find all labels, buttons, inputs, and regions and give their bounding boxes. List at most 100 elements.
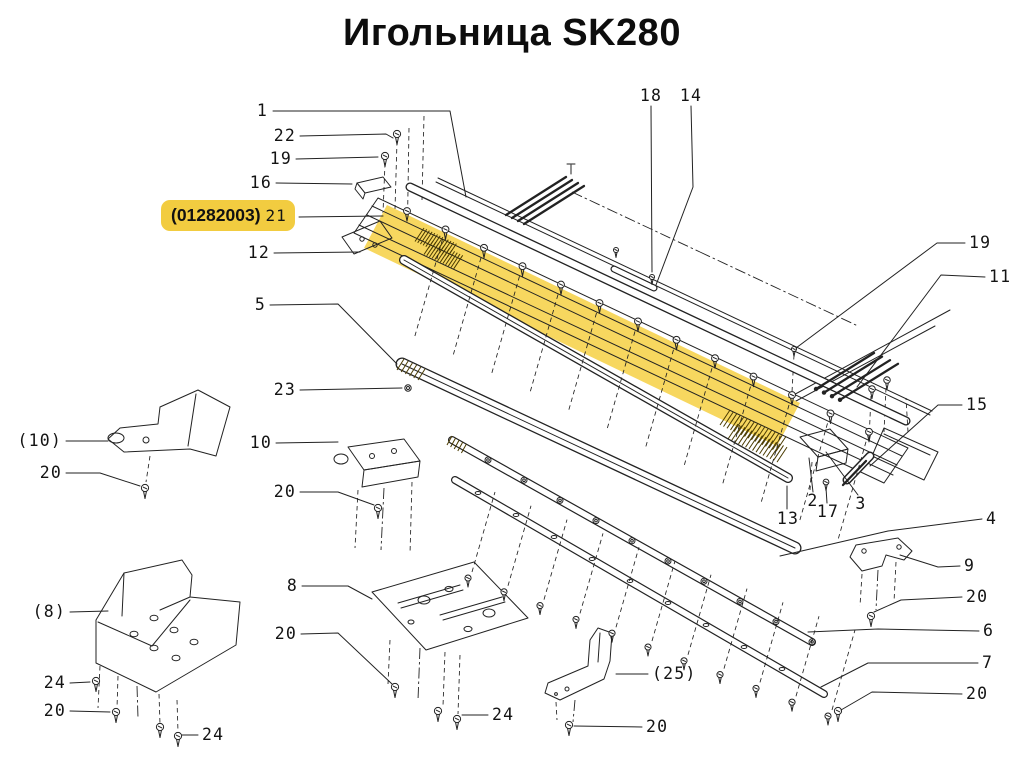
leader-line-22 — [299, 133, 394, 139]
leader-line-24-left — [69, 681, 91, 684]
highlighted-part-label[interactable]: (01282003) 21 — [161, 200, 295, 231]
leader-line-18 — [650, 105, 653, 273]
bracket-10 — [333, 438, 421, 555]
screw-icon — [790, 345, 798, 357]
callout-9: 9 — [964, 556, 975, 575]
screw-icon — [788, 391, 796, 406]
screw-icon — [464, 574, 472, 588]
page-title: Игольница SK280 — [343, 12, 681, 54]
callout-20-under-10: 20 — [274, 482, 296, 501]
needle-spring-rail-right — [813, 351, 900, 402]
leader-line-20-bottom-right — [840, 691, 963, 711]
callout-1: 1 — [257, 101, 268, 120]
callout-10-paren: (10) — [17, 431, 62, 450]
callout-24-bottom-left: 24 — [202, 725, 224, 744]
lower-rail-part7 — [451, 476, 828, 698]
leader-line-20-right-upper — [873, 596, 963, 613]
screw-icon — [441, 225, 450, 240]
screw-icon — [648, 273, 656, 285]
screw-icon — [392, 129, 402, 145]
callout-10: 10 — [250, 433, 272, 452]
callout-14: 14 — [680, 86, 702, 105]
screw-icon — [883, 376, 891, 390]
leader-line-9 — [899, 554, 961, 568]
screw-icon — [826, 409, 835, 424]
leader-line-4 — [779, 518, 983, 557]
needle-slots-hatch-right — [719, 409, 788, 463]
block-16 — [354, 176, 392, 200]
callout-20-left-upper: 20 — [40, 463, 62, 482]
bracket-25-paren — [544, 627, 613, 723]
screw-icon — [572, 615, 580, 629]
screw-icon — [390, 682, 400, 698]
callout-12: 12 — [248, 243, 270, 262]
callout-20-bottom-center: 20 — [646, 717, 668, 736]
screw-icon — [155, 722, 165, 738]
callout-16: 16 — [250, 173, 272, 192]
screw-icon — [672, 335, 681, 351]
rail-joiner-part14 — [610, 265, 658, 292]
screw-icon — [680, 657, 688, 671]
callout-3: 3 — [855, 494, 866, 513]
screw-icon — [865, 427, 873, 443]
screw-icon — [500, 588, 508, 602]
leader-line-20-under-10 — [299, 491, 375, 506]
leader-line-20-bottom-center — [573, 725, 643, 728]
screw-icon — [452, 714, 462, 730]
leader-line-14 — [655, 105, 694, 286]
leader-line-19-left — [295, 156, 379, 160]
needle-bed-part21 — [341, 197, 909, 484]
callout-18: 18 — [640, 86, 662, 105]
screw-icon — [752, 684, 760, 698]
callout-23: 23 — [274, 380, 296, 399]
callout-20-bottom-right: 20 — [966, 684, 988, 703]
callout-layer: 1221916125231020(10)20(8)24202482024(25)… — [17, 86, 1010, 744]
leader-line-2 — [808, 457, 814, 493]
bracket-10-paren — [107, 389, 231, 483]
screw-icon — [595, 299, 604, 314]
leader-line-20-left-lower — [69, 710, 111, 713]
alignment-lines — [382, 115, 951, 441]
leader-line-20-left-upper — [65, 472, 141, 487]
leader-line-11 — [856, 274, 986, 388]
bed-right-end — [871, 397, 939, 481]
plate-8 — [371, 561, 529, 715]
screw-icon — [866, 611, 876, 627]
screw-icon — [557, 280, 565, 296]
nuts-and-holes — [404, 384, 816, 671]
screw-icon — [518, 262, 527, 277]
leader-line-12 — [273, 251, 361, 254]
screw-icon — [634, 317, 642, 332]
screw-icon — [711, 354, 719, 369]
needle-spring-rail-top — [504, 163, 586, 226]
leader-line-10 — [275, 441, 339, 444]
screw-icon — [833, 706, 843, 722]
screw-icon — [380, 151, 390, 167]
screw-icon — [403, 207, 411, 222]
leader-line-23 — [299, 387, 403, 391]
screw-icon — [644, 643, 652, 657]
callout-19-left: 19 — [270, 149, 292, 168]
screw-icon — [140, 483, 150, 499]
callout-2: 2 — [807, 491, 818, 510]
callout-17: 17 — [817, 502, 839, 521]
callout-24-mid: 24 — [492, 705, 514, 724]
callout-20-right-upper: 20 — [966, 587, 988, 606]
screw-icon — [716, 671, 724, 685]
bracket-2-3 — [799, 428, 849, 491]
callout-8: 8 — [287, 576, 298, 595]
callout-7: 7 — [982, 653, 993, 672]
screw-icon — [480, 243, 488, 259]
leader-line-7 — [820, 662, 979, 688]
screw-icon — [373, 503, 383, 519]
screw-icon — [749, 372, 758, 388]
leader-line-6 — [807, 628, 980, 633]
leader-line-5 — [269, 303, 398, 365]
screw-icon — [173, 731, 183, 747]
screw-icon — [433, 706, 443, 722]
callout-22: 22 — [274, 126, 296, 145]
screw-icon — [612, 246, 620, 258]
bracket-8-paren — [95, 559, 241, 733]
